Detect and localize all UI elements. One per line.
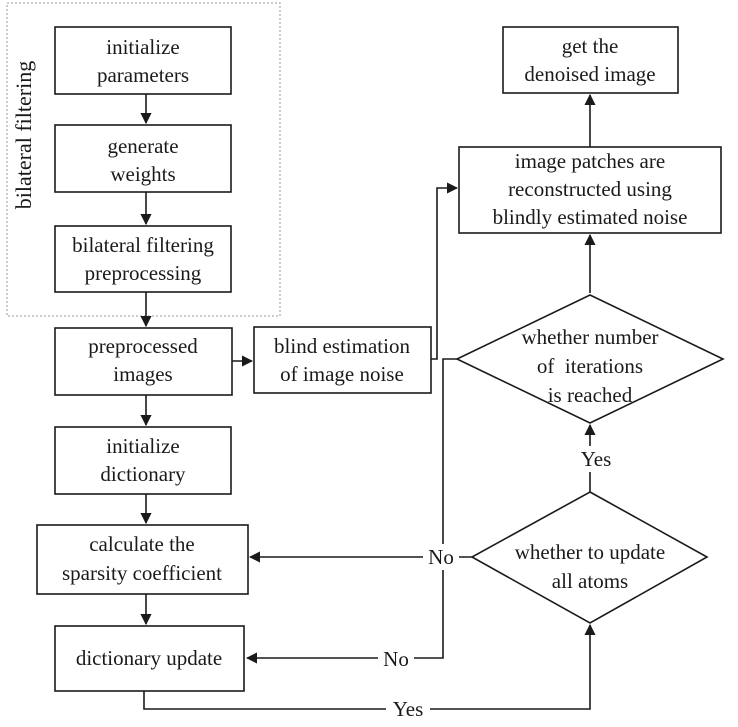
- node-gen-weights-line-1: generate: [107, 134, 178, 158]
- node-init-params-line-2: parameters: [97, 63, 189, 87]
- decision-iter-reached-line-2: of iterations: [537, 354, 643, 378]
- node-bf-pre-line-2: preprocessing: [85, 261, 202, 285]
- node-init-dict-line-1: initialize: [106, 434, 179, 458]
- node-denoised-line-2: denoised image: [524, 62, 655, 86]
- node-dict-update: dictionary update: [54, 625, 245, 692]
- decision-iter-reached-line-1: whether number: [521, 325, 658, 349]
- node-calc-sparsity-line-2: sparsity coefficient: [62, 561, 222, 585]
- node-preprocessed-line-1: preprocessed: [88, 334, 198, 358]
- edge-iter-no-to-dict-update: [245, 358, 457, 664]
- node-gen-weights-line-2: weights: [110, 162, 175, 186]
- node-blind-est-line-1: blind estimation: [274, 334, 410, 358]
- decision-update-atoms-line-2: all atoms: [552, 569, 628, 593]
- node-init-dict-line-2: dictionary: [100, 462, 186, 486]
- node-blind-est: blind estimation of image noise: [253, 326, 432, 394]
- node-init-params: initialize parameters: [54, 26, 232, 95]
- node-denoised: get the denoised image: [502, 26, 679, 94]
- label-update-atoms-yes: Yes: [581, 447, 612, 471]
- edge-labels: No Yes No Yes: [378, 446, 618, 723]
- node-reconstruct: image patches are reconstructed using bl…: [458, 146, 722, 234]
- node-gen-weights: generate weights: [54, 124, 232, 193]
- decision-iter-reached-line-3: is reached: [548, 383, 633, 407]
- decision-iter-reached: whether number of iterations is reached: [455, 294, 725, 424]
- node-calc-sparsity: calculate the sparsity coefficient: [36, 524, 249, 595]
- decision-update-atoms: whether to update all atoms: [470, 491, 709, 624]
- node-denoised-line-1: get the: [562, 34, 619, 58]
- label-dict-update-yes: Yes: [393, 697, 424, 721]
- node-reconstruct-line-2: reconstructed using: [508, 177, 672, 201]
- label-update-atoms-no: No: [428, 545, 454, 569]
- node-preprocessed: preprocessed images: [54, 327, 233, 396]
- decision-update-atoms-line-1: whether to update: [515, 540, 665, 564]
- node-preprocessed-line-2: images: [113, 362, 172, 386]
- edge-dict-update-yes-to-update-atoms: [143, 623, 596, 710]
- node-reconstruct-line-3: blindly estimated noise: [493, 205, 688, 229]
- node-bf-pre-line-1: bilateral filtering: [72, 233, 214, 257]
- node-reconstruct-line-1: image patches are: [515, 149, 665, 173]
- bilateral-filtering-group-label: bilateral filtering: [11, 61, 36, 209]
- node-dict-update-line-1: dictionary update: [76, 646, 222, 670]
- node-bf-pre: bilateral filtering preprocessing: [54, 225, 232, 293]
- node-init-dict: initialize dictionary: [54, 426, 232, 495]
- node-init-params-line-1: initialize: [106, 35, 179, 59]
- label-iter-no: No: [383, 647, 409, 671]
- node-blind-est-line-2: of image noise: [280, 362, 404, 386]
- bilateral-filtering-group: [6, 2, 281, 317]
- node-calc-sparsity-line-1: calculate the: [89, 532, 195, 556]
- edge-blind-est-to-reconstruct: [431, 182, 459, 360]
